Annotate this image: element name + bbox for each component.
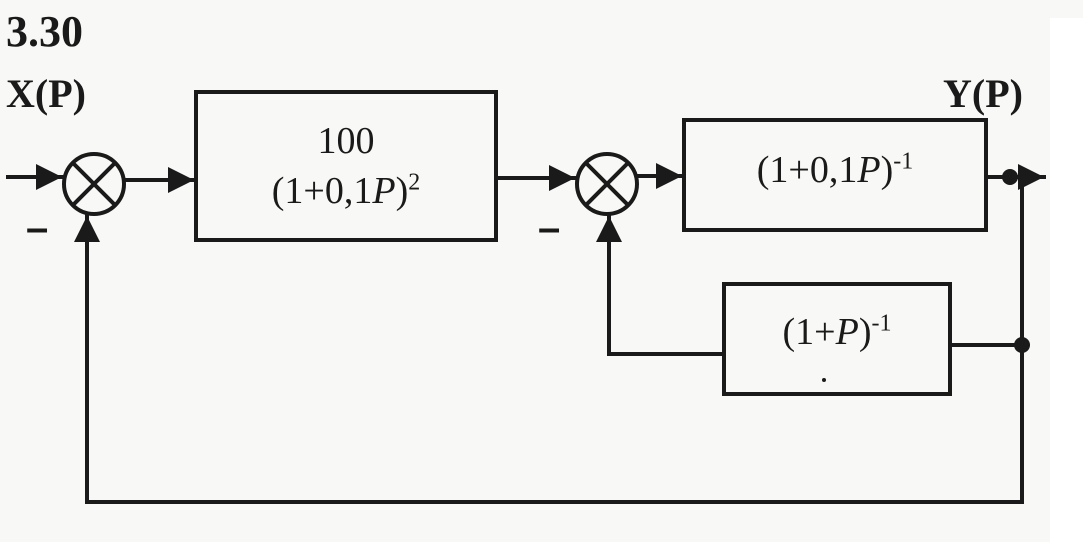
summing-junction-outer	[62, 152, 126, 216]
scan-speck	[822, 378, 826, 382]
forward-denominator-var: P	[372, 170, 396, 212]
plant-close: )	[880, 149, 894, 191]
forward-transfer-function: 100 (1+0,1P)2	[196, 92, 496, 240]
feedback-var: P	[835, 311, 859, 353]
figure-number: 3.30	[6, 7, 83, 56]
feedback-block	[722, 282, 952, 396]
summing-junction-inner	[575, 152, 639, 216]
forward-denominator-close: )	[395, 170, 409, 212]
plant-transfer-function: (1+0,1P)-1	[684, 120, 986, 230]
feedback-transfer-function: (1+P)-1	[724, 284, 950, 394]
forward-numerator: 100	[317, 120, 375, 162]
feedback-expression: (1+P)-1	[783, 310, 892, 354]
forward-denominator: (1+0,1P)2	[272, 169, 420, 213]
branch-point-feedback	[1014, 337, 1030, 353]
branch-point-output	[1002, 169, 1018, 185]
plant-var: P	[857, 149, 881, 191]
scan-margin	[1050, 18, 1083, 542]
plant-expression: (1+0,1P)-1	[757, 148, 913, 192]
outer-feedback-sign: –	[26, 206, 49, 250]
forward-denominator-exp: 2	[408, 169, 421, 196]
outer-feedback-path	[74, 214, 1024, 504]
feedback-base: (1+	[782, 311, 836, 353]
output-label: Y(P)	[943, 71, 1023, 116]
feedback-exp: -1	[871, 310, 892, 337]
forward-denominator-base: (1+0,1	[271, 170, 373, 212]
forward-block	[194, 90, 498, 242]
input-label: X(P)	[6, 71, 86, 116]
inner-feedback-sign: –	[538, 206, 561, 250]
feedback-close: )	[858, 311, 872, 353]
plant-base: (1+0,1	[756, 149, 858, 191]
plant-exp: -1	[893, 148, 914, 175]
inner-feedback-return	[596, 214, 726, 356]
